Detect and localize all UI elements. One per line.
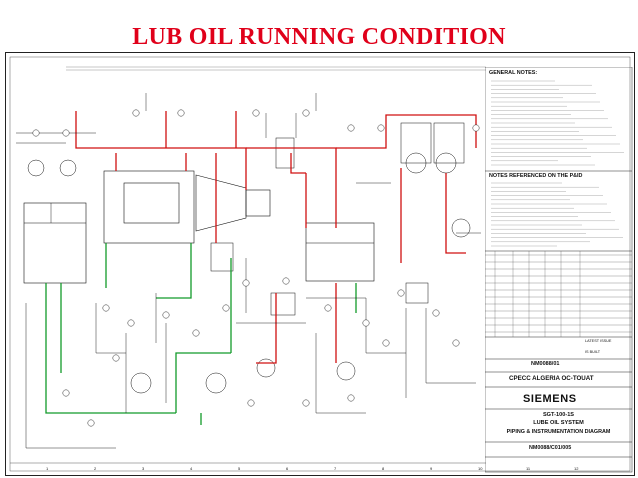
instrument-bubble — [162, 311, 170, 319]
grid-column-label: 3 — [142, 466, 145, 471]
instrument-bubble — [324, 304, 332, 312]
instrument-bubble — [382, 339, 390, 347]
instrument-bubble — [362, 319, 370, 327]
instrument-bubble — [347, 124, 355, 132]
drawing-title-line-1: SGT-100-1S — [542, 412, 575, 418]
instrument-bubble — [242, 279, 250, 287]
client-name: CPECC ALGERIA OC-TOUAT — [509, 375, 594, 382]
instrument-bubble — [472, 124, 480, 132]
instrument-bubble — [377, 124, 385, 132]
drawing-header-strip — [66, 66, 486, 71]
instrument-bubble — [32, 129, 40, 137]
grid-column-label: 6 — [286, 466, 289, 471]
instrument-bubble — [247, 399, 255, 407]
is-built-label: IS BUILT — [585, 350, 601, 354]
drawing-title-line-3: PIPING & INSTRUMENTATION DIAGRAM — [506, 429, 611, 435]
grid-column-label: 11 — [526, 466, 531, 471]
instrument-bubble — [87, 419, 95, 427]
general-notes-heading: GENERAL NOTES: — [489, 70, 538, 76]
instrument-bubble — [222, 304, 230, 312]
instrument-bubble — [347, 394, 355, 402]
instrument-bubble — [432, 309, 440, 317]
instrument-bubble — [302, 399, 310, 407]
grid-column-label: 9 — [430, 466, 433, 471]
instrument-bubble — [102, 304, 110, 312]
instrument-lines — [16, 93, 481, 449]
grid-column-label: 7 — [334, 466, 337, 471]
gas-turbine-enclosure — [103, 170, 271, 244]
instrument-bubble — [127, 319, 135, 327]
instrument-bubble — [62, 129, 70, 137]
instrument-bubble — [302, 109, 310, 117]
filters-coolers — [210, 122, 465, 316]
grid-column-label: 2 — [94, 466, 97, 471]
slide-title: LUB OIL RUNNING CONDITION — [132, 24, 506, 50]
instrument-bubble — [177, 109, 185, 117]
instrument-bubble — [132, 109, 140, 117]
instrument-bubble — [397, 289, 405, 297]
instrument-bubble — [112, 354, 120, 362]
siemens-logo: SIEMENS — [523, 393, 577, 405]
instrument-tag-bubbles — [32, 109, 480, 427]
latest-issue-label: LATEST ISSUE — [585, 339, 612, 343]
return-drain-lines — [45, 243, 357, 425]
instrument-bubble — [282, 277, 290, 285]
drawing-number: NM0088/C01/005 — [529, 445, 572, 451]
order-number: NM0088/01 — [531, 361, 560, 367]
instrument-bubble — [192, 329, 200, 337]
instrument-bubble — [62, 389, 70, 397]
instrument-bubble — [452, 339, 460, 347]
sheet-border-grid — [9, 56, 631, 472]
coalescer-separator — [305, 222, 375, 282]
grid-column-label: 10 — [478, 466, 483, 471]
notes-and-title-block: GENERAL NOTES: NOTES REFERENCED ON THE P… — [485, 67, 633, 473]
lube-oil-tank — [23, 202, 87, 284]
referenced-notes-heading: NOTES REFERENCED ON THE P&ID — [489, 173, 583, 179]
grid-column-label: 4 — [190, 466, 193, 471]
grid-column-label: 8 — [382, 466, 385, 471]
grid-column-label: 5 — [238, 466, 241, 471]
grid-column-label: 12 — [574, 466, 579, 471]
drawing-title-line-2: LUBE OIL SYSTEM — [533, 420, 584, 426]
grid-column-label: 1 — [46, 466, 49, 471]
title-block-frame — [485, 67, 633, 473]
instrument-bubble — [252, 109, 260, 117]
lube-oil-pump-stations — [27, 152, 471, 394]
